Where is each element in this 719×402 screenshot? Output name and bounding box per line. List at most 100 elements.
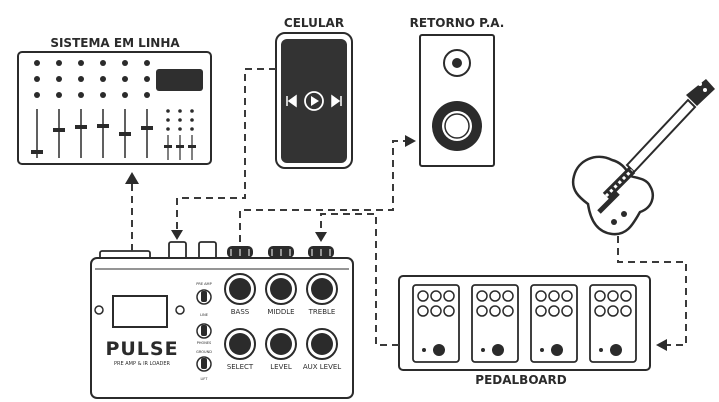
- pedal-knob: [502, 305, 514, 317]
- pedal-knob: [443, 290, 455, 302]
- treble-knob[interactable]: TREBLE: [306, 273, 338, 316]
- pedal-knob: [548, 305, 560, 317]
- phone-label: CELULAR: [284, 16, 344, 30]
- preamp-line-switch[interactable]: PRE AMP LINE: [196, 282, 212, 317]
- pedals: [412, 284, 637, 363]
- pedal-knob: [535, 290, 547, 302]
- pedalboard-label: PEDALBOARD: [475, 373, 566, 387]
- arrow-up-icon: [125, 172, 139, 184]
- lift-switch-label: LIFT: [200, 377, 208, 381]
- effect-pedal: [412, 284, 460, 363]
- mixer-knob: [144, 92, 150, 98]
- woofer-dome: [444, 113, 470, 139]
- guitar-icon: [571, 79, 715, 236]
- pedal-knob: [607, 305, 619, 317]
- pedal-knob: [443, 305, 455, 317]
- mixer-knob: [56, 60, 62, 66]
- mixer-display: [156, 69, 203, 91]
- mixer-label: SISTEMA EM LINHA: [50, 36, 180, 50]
- footswitch[interactable]: [492, 344, 504, 356]
- mixer-knob: [78, 60, 84, 66]
- knob-cap: [311, 333, 333, 355]
- pedal-knob: [430, 305, 442, 317]
- pedal-knob: [620, 305, 632, 317]
- pulse-display: [112, 295, 168, 328]
- pedalboard: PEDALBOARD: [398, 275, 651, 387]
- level-knob[interactable]: LEVEL: [265, 328, 297, 371]
- mixer: SISTEMA EM LINHA: [17, 36, 212, 165]
- mixer-knob: [122, 60, 128, 66]
- pedal-knob: [417, 305, 429, 317]
- pedal-knob: [620, 290, 632, 302]
- footswitch[interactable]: [551, 344, 563, 356]
- ground-lift-switch[interactable]: GROUND LIFT: [196, 350, 212, 381]
- switch-top-label-2: LINE: [200, 313, 208, 317]
- cable-from-guitar: [617, 236, 687, 346]
- tuning-peg: [703, 88, 707, 92]
- pedal-led: [481, 348, 485, 352]
- mixer-small-knob: [178, 109, 182, 113]
- pedal-knob: [535, 305, 547, 317]
- pedal-knob: [430, 290, 442, 302]
- select-label: SELECT: [227, 363, 254, 371]
- tone-knob: [621, 211, 627, 217]
- cables: [125, 68, 687, 351]
- volume-knob: [611, 219, 617, 225]
- aux-in-jack: [168, 241, 187, 260]
- ground-switch-label: GROUND: [196, 350, 212, 354]
- pedal-knob: [594, 305, 606, 317]
- pedal-knob: [561, 290, 573, 302]
- fader-cap: [53, 128, 65, 132]
- guitar-neck: [625, 98, 697, 174]
- pedal-led: [540, 348, 544, 352]
- aux-fader-cap: [188, 145, 196, 148]
- mixer-knob: [78, 92, 84, 98]
- mixer-knob: [144, 60, 150, 66]
- mixer-small-knob: [178, 118, 182, 122]
- pickup-poles: [604, 168, 634, 198]
- select-knob[interactable]: SELECT: [224, 328, 256, 371]
- arrow-left-icon: [656, 339, 667, 351]
- guitar-headstock: [686, 79, 715, 106]
- aux-level-knob[interactable]: AUX LEVEL: [303, 328, 341, 371]
- switch-top-label: PRE AMP: [196, 282, 211, 286]
- pedal-knob: [607, 290, 619, 302]
- mixer-knob: [56, 92, 62, 98]
- mixer-channels: [31, 60, 153, 158]
- pedal-knob: [489, 305, 501, 317]
- arrow-down-icon: [315, 232, 327, 242]
- pulse-preamp: PULSE PRE AMP & IR LOADER PRE AMP LINE P…: [90, 241, 354, 399]
- pedal-led: [599, 348, 603, 352]
- middle-knob[interactable]: MIDDLE: [265, 273, 297, 316]
- fader-cap: [119, 132, 131, 136]
- cable-from-phone: [176, 68, 276, 232]
- cable-from-pedalboard: [320, 213, 399, 346]
- speaker: RETORNO P.A.: [410, 16, 504, 167]
- mixer-small-knob: [166, 109, 170, 113]
- pulse-subtitle: PRE AMP & IR LOADER: [114, 361, 170, 367]
- footswitch[interactable]: [433, 344, 445, 356]
- switch-lever: [201, 325, 207, 336]
- next-track-icon: [331, 94, 342, 108]
- mixer-knob: [100, 76, 106, 82]
- pedal-knob: [594, 290, 606, 302]
- aux-fader-cap: [176, 145, 184, 148]
- bass-knob[interactable]: BASS: [224, 273, 256, 316]
- mixer-knob: [100, 92, 106, 98]
- top-jacks: [227, 246, 334, 258]
- previous-track-icon: [286, 94, 297, 108]
- mixer-knob: [56, 76, 62, 82]
- switch-lever: [201, 291, 207, 302]
- mixer-small-knob: [178, 127, 182, 131]
- pedalboard-frame: [398, 275, 651, 371]
- footswitch[interactable]: [610, 344, 622, 356]
- fader-cap: [31, 150, 43, 154]
- mixer-knob: [78, 76, 84, 82]
- phones-switch[interactable]: PHONES: [196, 323, 212, 345]
- mixer-knob: [100, 60, 106, 66]
- pedal-knob: [476, 290, 488, 302]
- mixer-small-knob: [190, 118, 194, 122]
- pedal-led: [422, 348, 426, 352]
- pedal-knob: [417, 290, 429, 302]
- mixer-small-knob: [190, 109, 194, 113]
